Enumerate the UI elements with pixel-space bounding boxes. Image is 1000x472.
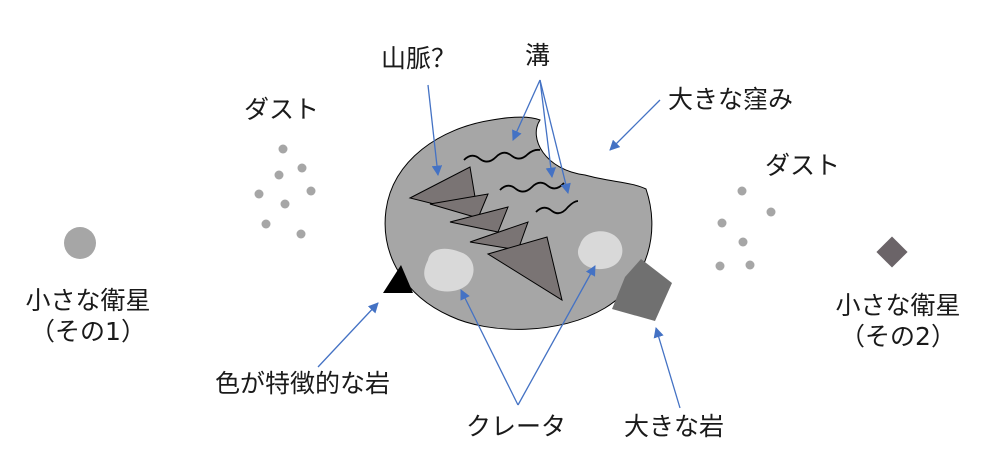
big-rock <box>612 259 672 321</box>
dust-particle <box>306 186 316 196</box>
dust-particle <box>738 237 748 247</box>
dust-particle <box>717 218 727 228</box>
ridge-peak <box>429 193 489 219</box>
arrow-crater-right <box>517 265 596 406</box>
label-small-moon-2: 小さな衛星 （その2） <box>828 290 968 353</box>
crater-left <box>424 248 474 292</box>
dust-particle <box>297 163 307 173</box>
arrow-big-dent <box>609 99 661 151</box>
arrow-crater-left <box>460 289 519 406</box>
dust-particle <box>296 229 306 239</box>
dust-cloud-left <box>254 144 316 239</box>
dust-particle <box>278 144 288 154</box>
dust-particle <box>274 170 284 180</box>
arrow-mountain <box>427 84 443 177</box>
label-small-moon-1-line1: 小さな衛星 <box>25 286 151 315</box>
label-small-moon-1: 小さな衛星 （その1） <box>18 285 158 348</box>
colored-rock <box>383 265 413 293</box>
dust-particle <box>715 261 725 271</box>
arrow-groove-2 <box>539 79 557 179</box>
arrow-colored-rock <box>317 302 379 368</box>
label-colored-rock: 色が特徴的な岩 <box>215 369 391 398</box>
label-groove: 溝 <box>525 41 551 70</box>
dust-particle <box>745 260 755 270</box>
label-dust-left: ダスト <box>244 95 320 124</box>
grooves <box>463 148 579 215</box>
ridge-peak <box>449 206 509 233</box>
arrow-big-rock <box>653 327 681 409</box>
label-small-moon-1-line2: （その1） <box>30 317 146 347</box>
small-moon-1 <box>64 227 96 259</box>
label-mountain: 山脈？ <box>381 44 457 73</box>
groove-line <box>463 148 541 163</box>
groove-line <box>499 181 565 193</box>
ridge-peak <box>486 236 563 302</box>
dust-cloud-right <box>715 186 776 271</box>
label-big-dent: 大きな窪み <box>668 85 794 114</box>
crater-right <box>577 231 623 270</box>
mountain-ridge <box>408 166 563 302</box>
ridge-peak <box>469 221 529 251</box>
label-dust-right: ダスト <box>765 151 841 180</box>
label-big-rock: 大きな岩 <box>624 412 725 441</box>
label-small-moon-2-line1: 小さな衛星 <box>835 291 961 320</box>
dust-particle <box>737 186 747 196</box>
dust-particle <box>280 199 290 209</box>
label-crater: クレータ <box>466 412 567 441</box>
label-small-moon-2-line2: （その2） <box>840 322 956 352</box>
dust-particle <box>261 219 271 229</box>
groove-line <box>535 200 579 215</box>
arrow-groove-1 <box>512 79 541 141</box>
small-moon-2 <box>876 236 908 268</box>
arrow-groove-3 <box>539 79 571 195</box>
dust-particle <box>254 189 264 199</box>
dust-particle <box>766 207 776 217</box>
arrows <box>317 79 681 409</box>
